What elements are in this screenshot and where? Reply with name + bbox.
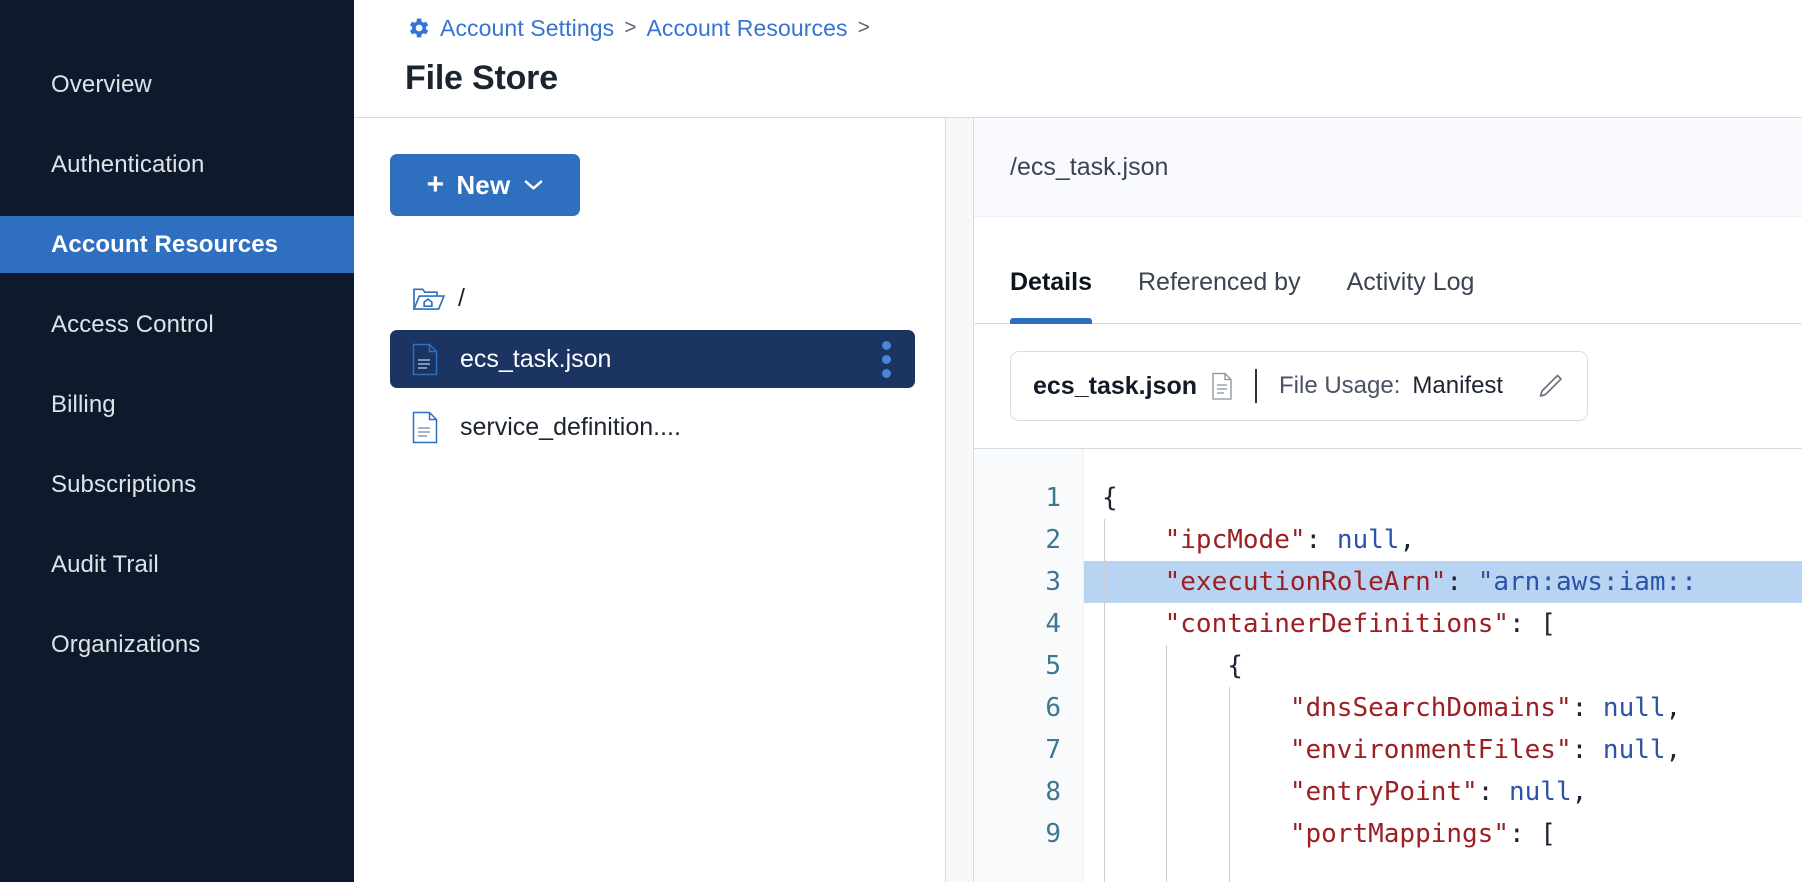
tab-details[interactable]: Details bbox=[1010, 268, 1092, 324]
code-line: "ipcMode": null, bbox=[1164, 525, 1416, 555]
sidebar-item-label: Organizations bbox=[51, 630, 201, 658]
usage-filename: ecs_task.json bbox=[1033, 371, 1197, 400]
pencil-icon[interactable] bbox=[1517, 371, 1565, 401]
file-path: /ecs_task.json bbox=[1010, 152, 1169, 181]
line-number: 7 bbox=[1045, 735, 1061, 765]
tree-file-item[interactable]: ecs_task.json bbox=[390, 330, 915, 388]
indent-guide bbox=[1104, 519, 1105, 882]
code-line: "executionRoleArn": "arn:aws:iam:: bbox=[1084, 561, 1802, 603]
line-number: 2 bbox=[1045, 525, 1061, 555]
breadcrumb-separator-trailing: > bbox=[857, 16, 870, 39]
plus-icon: + bbox=[426, 168, 445, 201]
folder-open-home-icon bbox=[412, 284, 445, 312]
file-tree: / ecs_task.json service_definition.... bbox=[390, 276, 945, 456]
code-line: "containerDefinitions": [ bbox=[1164, 609, 1556, 639]
code-line: "dnsSearchDomains": null, bbox=[1289, 693, 1682, 723]
file-browser-panel: + New bbox=[354, 118, 946, 882]
file-list: ecs_task.json service_definition.... bbox=[390, 330, 915, 456]
kebab-menu-icon[interactable] bbox=[872, 335, 901, 384]
editor-code[interactable]: { "ipcMode": null, "executionRoleArn": "… bbox=[1084, 449, 1802, 882]
line-number: 5 bbox=[1045, 651, 1061, 681]
code-line: "entryPoint": null, bbox=[1289, 777, 1588, 807]
main-content: Account Settings > Account Resources > F… bbox=[354, 0, 1802, 882]
sidebar-item-organizations[interactable]: Organizations bbox=[0, 616, 354, 673]
sidebar-item-authentication[interactable]: Authentication bbox=[0, 136, 354, 193]
usage-label: File Usage: bbox=[1279, 372, 1401, 399]
code-line: { bbox=[1102, 483, 1118, 513]
file-name: ecs_task.json bbox=[460, 344, 612, 373]
line-number: 6 bbox=[1045, 693, 1061, 723]
file-detail-panel: /ecs_task.json Details Referenced by Activ… bbox=[974, 118, 1802, 882]
sidebar-item-audit-trail[interactable]: Audit Trail bbox=[0, 536, 354, 593]
sidebar-item-access-control[interactable]: Access Control bbox=[0, 296, 354, 353]
sidebar-item-label: Audit Trail bbox=[51, 550, 159, 578]
file-icon bbox=[412, 411, 438, 444]
indent-guide bbox=[1166, 645, 1168, 882]
panel-splitter[interactable] bbox=[946, 118, 974, 882]
file-usage-card: ecs_task.json File Usage: Manifest bbox=[1010, 351, 1589, 421]
editor-gutter: 1 2 3 4 5 6 7 8 9 bbox=[974, 449, 1084, 882]
usage-value: Manifest bbox=[1412, 372, 1504, 399]
breadcrumb-item-account-settings[interactable]: Account Settings bbox=[440, 14, 615, 41]
new-button[interactable]: + New bbox=[390, 154, 580, 216]
gear-icon bbox=[405, 15, 431, 41]
sidebar-item-label: Overview bbox=[51, 70, 152, 98]
detail-tabs: Details Referenced by Activity Log bbox=[974, 217, 1802, 324]
tree-root-folder[interactable]: / bbox=[390, 276, 915, 320]
line-number: 8 bbox=[1045, 777, 1061, 807]
file-name: service_definition.... bbox=[460, 412, 681, 441]
page-header: Account Settings > Account Resources > F… bbox=[354, 0, 1802, 118]
code-editor[interactable]: 1 2 3 4 5 6 7 8 9 { "ipcMode": null, "executionR… bbox=[974, 449, 1802, 882]
tree-file-item[interactable]: service_definition.... bbox=[390, 398, 915, 456]
sidebar-item-label: Authentication bbox=[51, 150, 205, 178]
code-line: { bbox=[1227, 651, 1243, 681]
breadcrumb: Account Settings > Account Resources > bbox=[405, 8, 1802, 48]
indent-guide bbox=[1228, 687, 1230, 882]
file-usage-area: ecs_task.json File Usage: Manifest bbox=[974, 324, 1802, 449]
sidebar-item-overview[interactable]: Overview bbox=[0, 56, 354, 113]
sidebar-item-subscriptions[interactable]: Subscriptions bbox=[0, 456, 354, 513]
file-path-bar: /ecs_task.json bbox=[974, 118, 1802, 217]
line-number: 9 bbox=[1045, 819, 1061, 849]
sidebar-item-label: Access Control bbox=[51, 310, 214, 338]
sidebar-item-label: Billing bbox=[51, 390, 116, 418]
sidebar-item-account-resources[interactable]: Account Resources bbox=[0, 216, 354, 273]
file-icon bbox=[412, 343, 438, 376]
breadcrumb-separator: > bbox=[624, 16, 637, 39]
chevron-down-icon bbox=[522, 179, 543, 191]
breadcrumb-item-account-resources[interactable]: Account Resources bbox=[646, 14, 848, 41]
usage-divider bbox=[1255, 369, 1257, 403]
page-title: File Store bbox=[405, 59, 558, 97]
sidebar-item-label: Account Resources bbox=[51, 230, 279, 258]
code-line: "environmentFiles": null, bbox=[1289, 735, 1682, 765]
tree-root-label: / bbox=[458, 283, 465, 312]
tab-referenced-by[interactable]: Referenced by bbox=[1137, 268, 1301, 296]
code-line: "portMappings": [ bbox=[1289, 819, 1556, 849]
sidebar-item-label: Subscriptions bbox=[51, 470, 197, 498]
new-button-label: New bbox=[456, 169, 511, 200]
sidebar-item-billing[interactable]: Billing bbox=[0, 376, 354, 433]
tab-activity-log[interactable]: Activity Log bbox=[1346, 268, 1475, 296]
body-split: + New bbox=[354, 118, 1802, 882]
line-number: 1 bbox=[1045, 483, 1061, 513]
line-number: 3 bbox=[1045, 567, 1061, 597]
line-number: 4 bbox=[1045, 609, 1061, 639]
document-icon bbox=[1211, 372, 1233, 400]
